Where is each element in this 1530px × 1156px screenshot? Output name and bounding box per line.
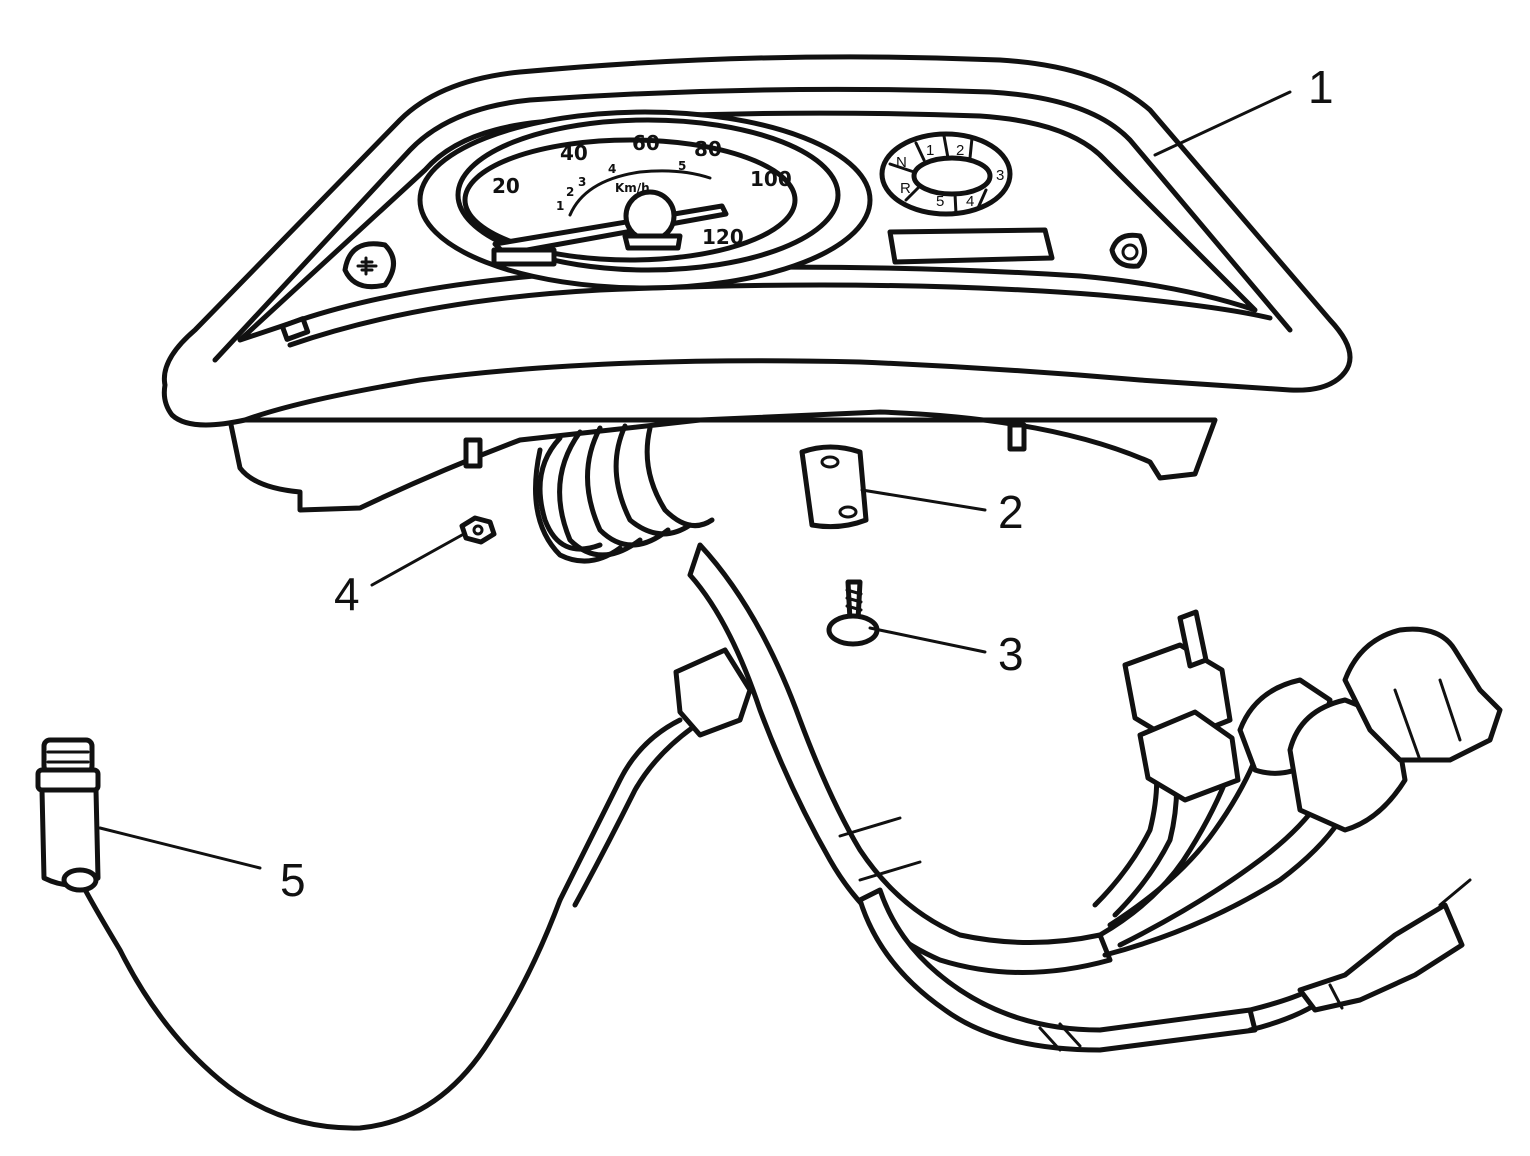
- leader-1: [1153, 90, 1292, 157]
- gear-label-r: R: [900, 180, 911, 197]
- speed-label-20: 20: [492, 174, 520, 198]
- leader-4: [370, 533, 464, 587]
- speed-label-120: 120: [702, 225, 744, 249]
- leader-3: [868, 626, 987, 654]
- callout-4: 4: [334, 568, 360, 620]
- gear-label-5: 5: [936, 193, 944, 210]
- gear-label-4: 4: [966, 193, 974, 210]
- inner-label-4: 4: [608, 162, 616, 176]
- callout-leaders: [98, 90, 1292, 870]
- speed-label-40: 40: [560, 141, 588, 165]
- gear-label-2: 2: [956, 142, 964, 159]
- wiring-harness: [77, 423, 1503, 1131]
- callout-3: 3: [998, 628, 1024, 680]
- gear-indicator: N 1 2 3 4 5 R: [879, 131, 1013, 217]
- inner-label-2: 2: [566, 185, 574, 199]
- speed-label-80: 80: [694, 137, 722, 161]
- leader-5: [98, 826, 262, 870]
- callout-2: 2: [998, 486, 1024, 538]
- tapping-screw: [826, 579, 880, 647]
- sensor-switch: [35, 737, 101, 893]
- callout-1: 1: [1308, 61, 1334, 113]
- speedometer-dial: 20 40 60 80 100 120 Km/h 1 2 3 4 5: [417, 109, 873, 291]
- gear-label-1: 1: [926, 142, 934, 159]
- gear-label-3: 3: [996, 167, 1004, 184]
- mounting-bracket: [799, 444, 869, 530]
- speed-unit-label: Km/h: [615, 181, 650, 195]
- speed-label-100: 100: [750, 167, 792, 191]
- leader-2: [860, 488, 987, 512]
- callout-5: 5: [280, 854, 306, 906]
- instrument-cluster: 20 40 60 80 100 120 Km/h 1 2 3 4 5 N 1 2…: [161, 54, 1353, 513]
- inner-label-5: 5: [678, 159, 686, 173]
- inner-label-3: 3: [578, 175, 586, 189]
- callout-numbers: 1 2 3 4 5: [280, 61, 1334, 906]
- gear-label-n: N: [896, 154, 907, 171]
- speed-label-60: 60: [632, 131, 660, 155]
- inner-label-1: 1: [556, 199, 564, 213]
- hex-nut: [459, 515, 497, 545]
